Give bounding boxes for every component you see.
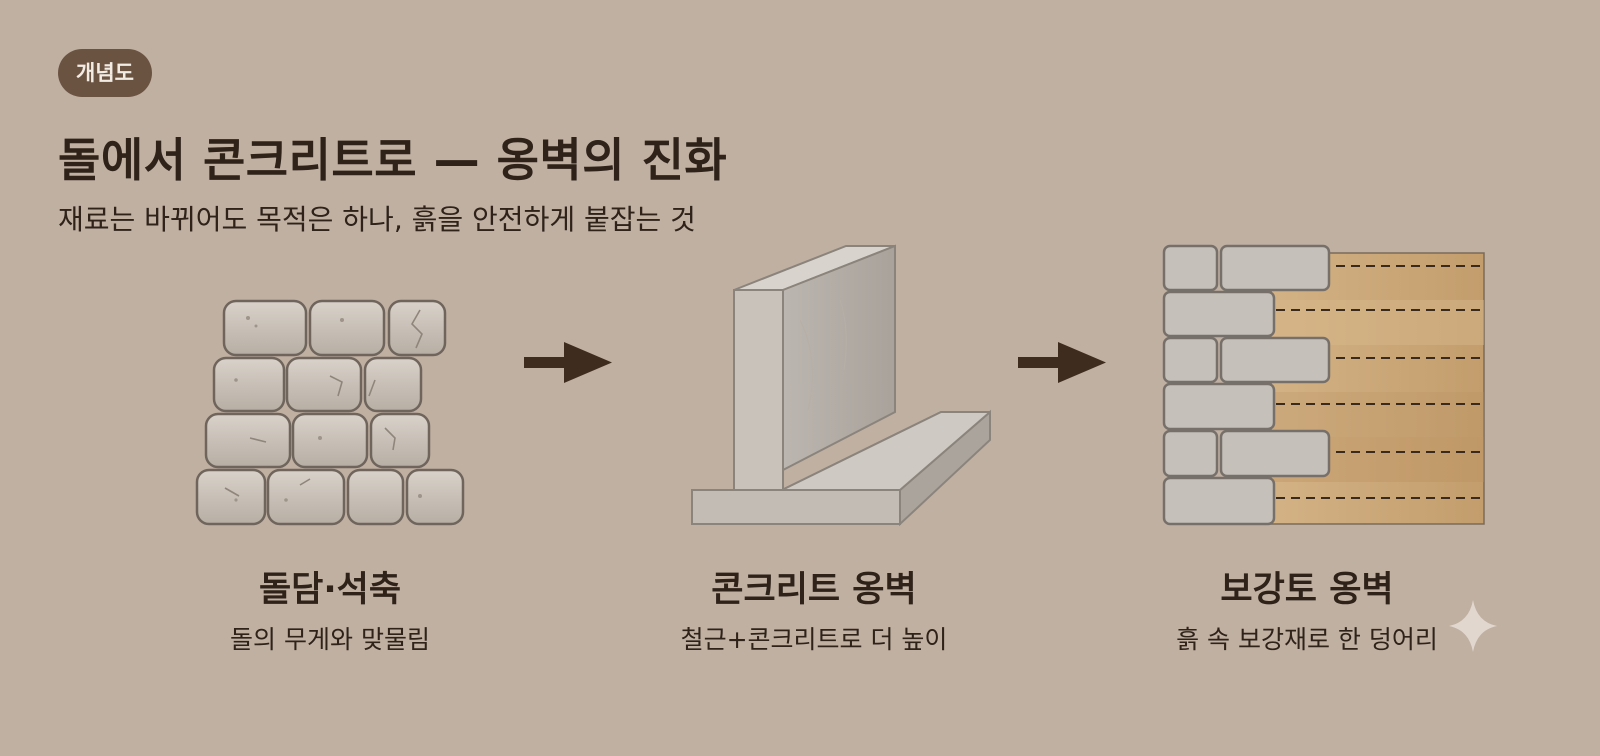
arrow-right-icon [1018, 342, 1106, 383]
stone-wall-icon [195, 299, 465, 526]
stage-label-concrete: 콘크리트 옹벽 [711, 570, 917, 610]
arrow-right-icon [524, 342, 612, 383]
stage-label-stone: 돌담·석축 [258, 570, 402, 610]
reinforced-earth-wall-icon [1162, 244, 1485, 526]
sparkle-icon [1449, 600, 1497, 652]
stage-desc-concrete: 철근+콘크리트로 더 높이 [680, 625, 948, 654]
stage-label-reinforced: 보강토 옹벽 [1220, 570, 1394, 610]
stage-desc-stone: 돌의 무게와 맞물림 [230, 625, 430, 654]
page-subtitle: 재료는 바뀌어도 목적은 하나, 흙을 안전하게 붙잡는 것 [58, 203, 696, 236]
concept-badge: 개념도 [58, 49, 152, 97]
concrete-wall-icon [691, 244, 991, 527]
stage-desc-reinforced: 흙 속 보강재로 한 덩어리 [1176, 625, 1438, 654]
page-title: 돌에서 콘크리트로 — 옹벽의 진화 [58, 133, 728, 187]
